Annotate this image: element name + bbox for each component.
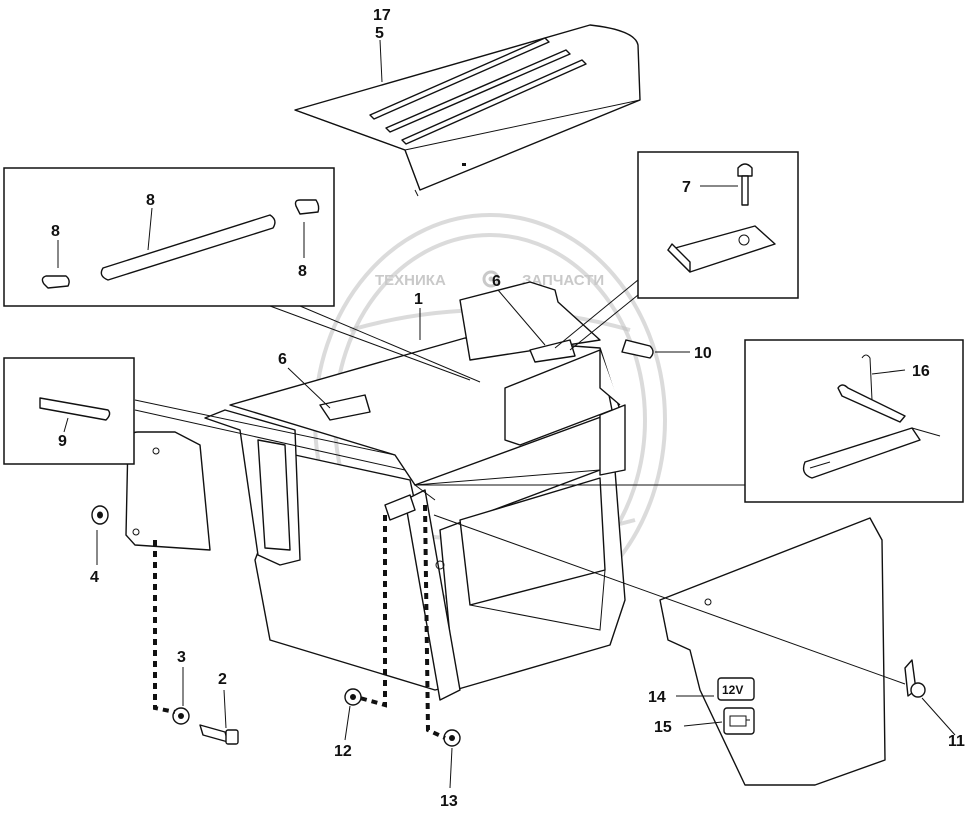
callout-8-right: 8 <box>298 263 307 280</box>
bolt-2 <box>199 724 229 743</box>
inset-box-8 <box>3 167 335 307</box>
callout-9: 9 <box>58 433 67 450</box>
callout-15: 15 <box>654 719 672 736</box>
callout-4: 4 <box>90 569 99 586</box>
callout-5: 5 <box>375 25 384 42</box>
callout-7: 7 <box>682 179 691 196</box>
inset-box-7 <box>637 151 799 299</box>
side-cover-panel: 12V <box>659 517 886 786</box>
callout-8-left: 8 <box>51 223 60 240</box>
callout-11: 11 <box>948 733 965 750</box>
leader-lines <box>57 39 956 789</box>
callout-2: 2 <box>218 671 227 688</box>
callout-14: 14 <box>648 689 666 706</box>
callout-12: 12 <box>334 743 352 760</box>
rubber-pad-10 <box>621 339 654 359</box>
voltage-decal: 12V <box>717 677 755 701</box>
inset-box-16 <box>744 339 964 503</box>
inset-box-9 <box>3 357 135 465</box>
callout-8-top: 8 <box>146 192 155 209</box>
callout-labels: 17 5 8 8 8 7 1 6 6 10 9 16 4 3 2 12 13 1… <box>51 7 965 810</box>
callout-17: 17 <box>373 7 391 24</box>
battery-icon <box>723 707 755 735</box>
callout-3: 3 <box>177 649 186 666</box>
callout-16: 16 <box>912 363 930 380</box>
voltage-decal-text: 12V <box>722 683 743 697</box>
gear-icon <box>482 270 500 288</box>
watermark-left-text: ТЕХНИКА <box>375 272 446 289</box>
callout-6-left: 6 <box>278 351 287 368</box>
assembly-lines <box>134 279 906 740</box>
watermark-right-text: ЗАПЧАСТИ <box>522 272 604 289</box>
callout-1: 1 <box>414 291 423 308</box>
top-cover-part <box>294 24 641 197</box>
fasteners <box>91 339 926 747</box>
callout-10: 10 <box>694 345 712 362</box>
callout-6-right: 6 <box>492 273 501 290</box>
callout-13: 13 <box>440 793 458 810</box>
